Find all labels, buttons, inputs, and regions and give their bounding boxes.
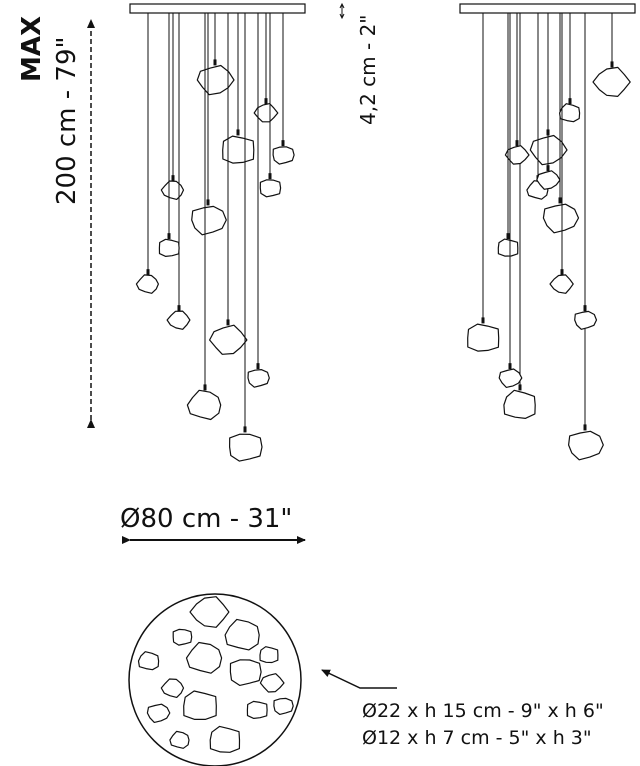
globe-small <box>160 678 185 698</box>
globe-socket <box>167 233 171 240</box>
side-view-left <box>129 3 306 462</box>
globe-large <box>224 618 260 651</box>
globe-socket <box>508 363 512 370</box>
globe-small <box>146 703 171 723</box>
globe-small <box>247 369 270 388</box>
globe-socket <box>560 269 564 276</box>
globe-large <box>529 134 568 166</box>
globe-small <box>135 274 159 294</box>
globe-small <box>273 697 294 715</box>
globe-large <box>191 205 227 236</box>
globe-socket <box>226 319 230 326</box>
globe-socket <box>146 269 150 276</box>
globe-small <box>253 103 279 123</box>
globe-small <box>574 310 598 330</box>
globe-small <box>169 730 190 749</box>
globe-large <box>229 433 263 462</box>
globe-socket <box>243 426 247 433</box>
globe-small <box>498 368 523 388</box>
globe-large <box>503 389 536 419</box>
globe-socket <box>281 140 285 147</box>
globe-large <box>592 66 631 97</box>
globe-socket <box>515 140 519 147</box>
height-dimension-label: 200 cm - 79" <box>52 37 82 205</box>
globe-socket <box>177 305 181 312</box>
canopy <box>129 3 306 14</box>
globe-large <box>209 324 248 355</box>
globe-small <box>272 146 295 165</box>
globe-small <box>137 651 160 671</box>
globe-small <box>172 628 193 646</box>
globe-socket <box>256 363 260 370</box>
globe-small <box>259 646 279 664</box>
max-label: MAX <box>17 16 47 82</box>
globe-socket <box>203 384 207 391</box>
globe-socket <box>568 98 572 105</box>
globe-small <box>536 170 561 190</box>
globe-small <box>158 238 180 257</box>
globe-small <box>160 180 185 200</box>
globe-small <box>259 179 282 198</box>
globe-small <box>246 700 268 719</box>
globe-small <box>559 103 581 123</box>
globe-socket <box>264 98 268 105</box>
globe-socket <box>171 175 175 182</box>
globe-socket <box>610 61 614 68</box>
globe-socket <box>206 199 210 206</box>
globe-large <box>189 596 230 628</box>
pointer-arrow <box>321 669 397 689</box>
globe-socket <box>583 424 587 431</box>
diameter-label: Ø80 cm - 31" <box>120 504 292 534</box>
globe-small <box>497 238 519 257</box>
globe-socket <box>268 173 272 180</box>
globe-large <box>185 641 223 674</box>
globe-socket <box>481 317 485 324</box>
globe-small <box>259 673 285 693</box>
canopy <box>459 3 636 14</box>
globe-large <box>196 64 235 96</box>
canopy-height-arrow-icon <box>339 2 345 20</box>
globe-large <box>209 725 241 753</box>
globe-small <box>549 274 574 294</box>
globe-small-spec: Ø12 x h 7 cm - 5" x h 3" <box>362 727 592 749</box>
globe-socket <box>558 197 562 204</box>
globe-large <box>229 659 262 686</box>
side-view-right <box>459 3 636 461</box>
globe-socket <box>583 305 587 312</box>
canopy-height-label: 4,2 cm - 2" <box>356 15 380 126</box>
globe-socket <box>213 59 217 66</box>
top-view <box>128 593 302 766</box>
globe-large <box>467 323 500 352</box>
globe-large <box>183 690 217 720</box>
globe-large <box>222 135 255 164</box>
globe-socket <box>506 233 510 240</box>
globe-socket <box>236 129 240 136</box>
globe-large <box>186 389 222 421</box>
globe-large-spec: Ø22 x h 15 cm - 9" x h 6" <box>362 700 604 722</box>
globe-socket <box>546 165 550 172</box>
globe-large <box>542 203 580 234</box>
globe-small <box>166 310 191 330</box>
globe-small <box>504 145 530 165</box>
globe-large <box>568 430 604 461</box>
globe-socket <box>518 384 522 391</box>
